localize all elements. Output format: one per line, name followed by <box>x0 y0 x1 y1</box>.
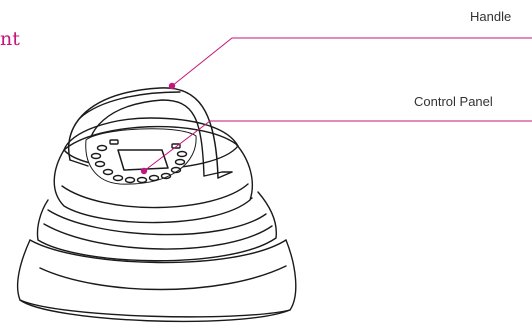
control-panel-callout-dot <box>141 168 147 174</box>
handle-callout-dot <box>169 83 175 89</box>
handle-leader-line <box>172 38 532 86</box>
